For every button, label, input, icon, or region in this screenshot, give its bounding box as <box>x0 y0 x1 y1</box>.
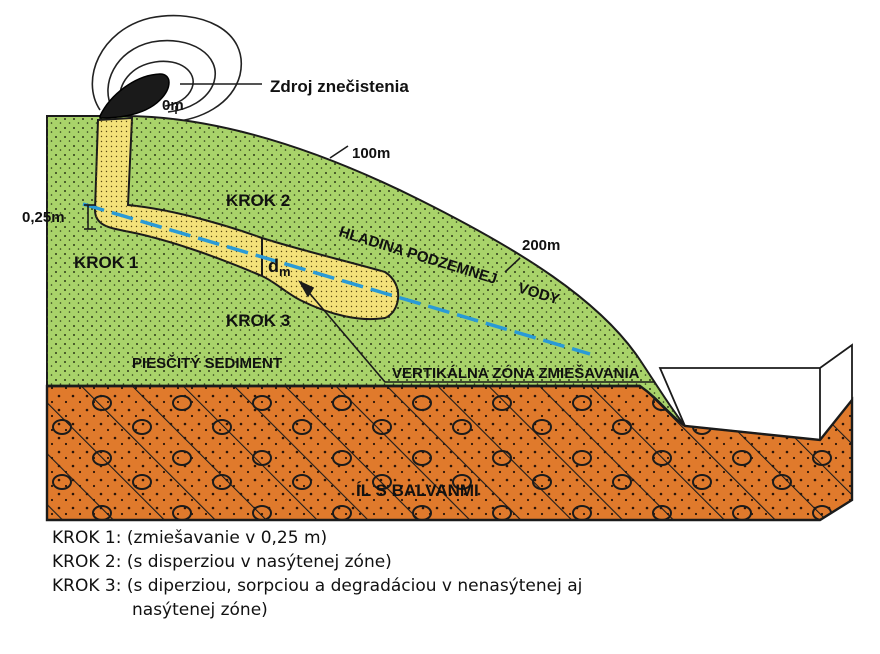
step3-label: KROK 3 <box>226 311 290 330</box>
legend: KROK 1: (zmiešavanie v 0,25 m) KROK 2: (… <box>52 526 832 622</box>
dm-label: dm <box>268 256 291 279</box>
legend-item-step1: KROK 1: (zmiešavanie v 0,25 m) <box>52 528 328 548</box>
legend-item-step2: KROK 2: (s disperziou v nasýtenej zóne) <box>52 552 392 572</box>
depth-bracket <box>84 204 96 230</box>
step2-label: KROK 2 <box>226 191 290 210</box>
step1-label: KROK 1 <box>74 253 138 272</box>
legend-item-step3: KROK 3: (s diperziou, sorpciou a degradá… <box>52 576 583 596</box>
clay-label: ÍL S BALVANMI <box>356 481 479 500</box>
leader-lines <box>175 83 655 383</box>
depth-label: 0,25m <box>22 209 65 226</box>
vertical-zone-label: VERTIKÁLNA ZÓNA ZMIEŠAVANIA <box>392 364 640 382</box>
legend-item-step3-cont: nasýtenej zóne) <box>132 600 268 620</box>
distance-100-label: 100m <box>352 145 390 162</box>
source-label: Zdroj znečistenia <box>270 77 409 96</box>
water-table-line <box>82 202 591 356</box>
contamination-source <box>99 73 170 119</box>
clay-boulder-layer <box>45 384 854 522</box>
distance-200-label: 200m <box>522 237 560 254</box>
sediment-label: PIESČITÝ SEDIMENT <box>132 354 282 372</box>
distance-0-label: 0m <box>162 97 184 114</box>
source-contours <box>91 14 243 123</box>
